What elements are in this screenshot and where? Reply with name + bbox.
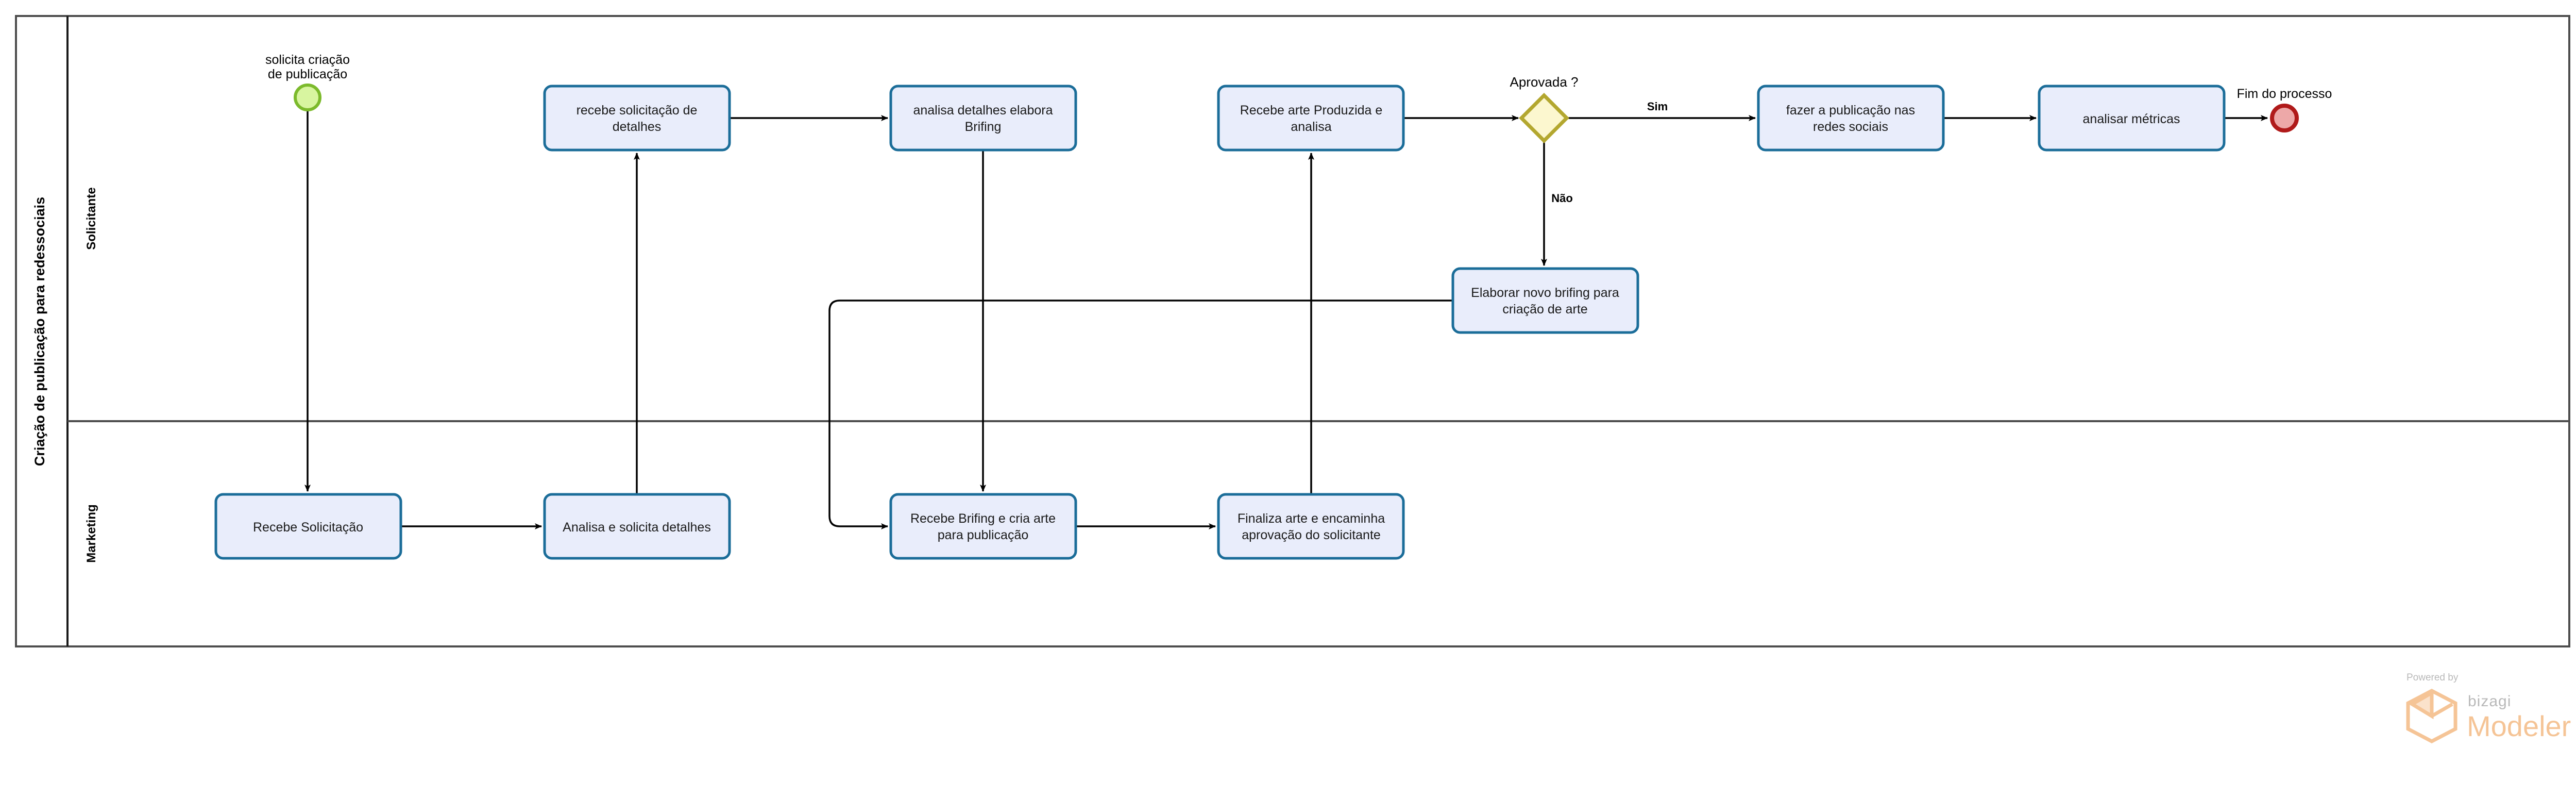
task-label-line-2: detalhes — [613, 120, 662, 134]
task-label-line-1: Recebe Solicitação — [253, 520, 363, 535]
task-label-line-2: analisa — [1291, 120, 1331, 134]
task-fazer-a-publicacao-nas-redes-sociais[interactable]: fazer a publicação nas redes sociais — [1757, 85, 1945, 152]
start-event-circle[interactable] — [294, 84, 321, 111]
task-label-line-1: fazer a publicação nas — [1786, 103, 1915, 118]
task-label-line-1: analisar métricas — [2083, 112, 2180, 126]
task-analisa-detalhes-elabora-brifing[interactable]: analisa detalhes elabora Brifing — [889, 85, 1077, 152]
task-box[interactable] — [1217, 85, 1405, 152]
task-box[interactable] — [543, 493, 731, 560]
bizagi-hexagon-icon — [2406, 689, 2458, 743]
lane-label-marketing: Marketing — [84, 504, 98, 562]
watermark-powered-by-label: Powered by — [2406, 672, 2459, 683]
task-label-line-1: Analisa e solicita detalhes — [563, 520, 711, 535]
lane-marketing: Marketing — [84, 504, 98, 562]
bizagi-modeler-watermark: Powered by bizagi Modeler — [2406, 672, 2571, 743]
pool-title: Criação de publicação para redessociais — [32, 197, 47, 466]
task-box[interactable] — [889, 85, 1077, 152]
task-label-line-1: Finaliza arte e encaminha — [1238, 511, 1385, 526]
task-recebe-arte-produzida-e-analisa[interactable]: Recebe arte Produzida e analisa — [1217, 85, 1405, 152]
task-box[interactable] — [1217, 493, 1405, 560]
start-event-solicita-criacao[interactable]: solicita criação de publicação — [265, 53, 350, 111]
task-label-line-1: analisa detalhes elabora — [913, 103, 1053, 118]
task-recebe-solicitacao[interactable]: Recebe Solicitação — [214, 493, 402, 560]
task-label-line-2: redes sociais — [1813, 120, 1888, 134]
task-box[interactable] — [1451, 267, 1639, 334]
flow-label-sim: Sim — [1647, 100, 1668, 113]
task-box[interactable] — [543, 85, 731, 152]
task-recebe-solicitacao-de-detalhes[interactable]: recebe solicitação de detalhes — [543, 85, 731, 152]
start-event-label-line-2: de publicação — [268, 67, 347, 81]
gateway-diamond[interactable] — [1519, 93, 1569, 143]
task-recebe-brifing-e-cria-arte-para-publicacao[interactable]: Recebe Brifing e cria arte para publicaç… — [889, 493, 1077, 560]
task-box[interactable] — [214, 493, 402, 560]
task-label-line-2: Brifing — [965, 120, 1002, 134]
task-elaborar-novo-brifing-para-criacao-de-arte[interactable]: Elaborar novo brifing para criação de ar… — [1451, 267, 1639, 334]
task-label-line-2: para publicação — [938, 528, 1029, 542]
flow-label-nao: Não — [1551, 192, 1573, 205]
task-shapes: recebe solicitação de detalhes analisa d… — [214, 85, 2226, 560]
watermark-modeler-label: Modeler — [2467, 710, 2571, 742]
hexagon-outline — [2406, 689, 2458, 743]
flow-elaborar-brifing-loopback-to-recebe-brifing — [828, 300, 1453, 529]
end-event-fim-do-processo[interactable]: Fim do processo — [2237, 87, 2332, 132]
gateway-label-aprovada: Aprovada ? — [1510, 74, 1579, 90]
task-box[interactable] — [1757, 85, 1945, 152]
task-label-line-1: recebe solicitação de — [577, 103, 698, 118]
end-event-label: Fim do processo — [2237, 87, 2332, 101]
lane-label-solicitante: Solicitante — [84, 187, 98, 250]
start-event-label-line-1: solicita criação — [265, 53, 350, 67]
flow-condition-labels: Sim Não — [1551, 100, 1668, 205]
gateway-aprovada[interactable]: Aprovada ? — [1510, 74, 1579, 143]
end-event-circle[interactable] — [2270, 104, 2299, 132]
watermark-bizagi-label: bizagi — [2468, 693, 2511, 710]
task-label-line-1: Recebe arte Produzida e — [1240, 103, 1383, 118]
task-label-line-2: aprovação do solicitante — [1242, 528, 1381, 542]
task-analisar-metricas[interactable]: analisar métricas — [2038, 85, 2226, 152]
task-box[interactable] — [889, 493, 1077, 560]
task-analisa-e-solicita-detalhes[interactable]: Analisa e solicita detalhes — [543, 493, 731, 560]
task-label-line-1: Recebe Brifing e cria arte — [910, 511, 1056, 526]
task-label-line-1: Elaborar novo brifing para — [1471, 286, 1619, 300]
task-finaliza-arte-e-encaminha-aprovacao-do-solicitante[interactable]: Finaliza arte e encaminha aprovação do s… — [1217, 493, 1405, 560]
sequence-flows — [304, 111, 2268, 529]
lane-solicitante: Solicitante — [67, 187, 2569, 422]
hexagon-inner-lines — [2409, 689, 2453, 720]
task-box[interactable] — [2038, 85, 2226, 152]
task-label-line-2: criação de arte — [1502, 302, 1587, 317]
hexagon-inner-wedge — [2412, 693, 2432, 716]
